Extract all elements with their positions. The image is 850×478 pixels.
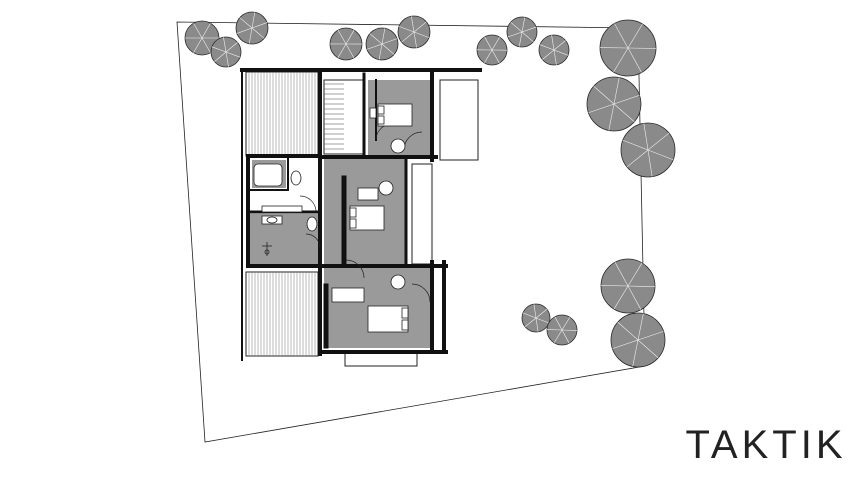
terrace-top (245, 71, 319, 157)
tree-icon (329, 27, 363, 61)
tree-icon (586, 76, 642, 132)
sink-icon (261, 205, 303, 225)
terrace-bottom (245, 271, 319, 357)
tree-icon (610, 312, 666, 368)
bed-icon (367, 305, 409, 333)
tree-icon (476, 34, 508, 66)
bed-icon (349, 205, 385, 231)
tree-icon (397, 15, 431, 49)
door-swings (299, 123, 431, 303)
armchair-icon (369, 107, 406, 290)
toilet-icon (290, 170, 318, 232)
balcony-bottom (344, 351, 418, 367)
wardrobe (331, 187, 379, 303)
bed-icon (377, 103, 413, 127)
balcony-right-top (439, 79, 479, 161)
shower (262, 242, 272, 256)
tree-icon (184, 20, 220, 56)
walls (240, 68, 482, 361)
tree-icon (546, 314, 578, 346)
corridor-glazing (411, 163, 433, 265)
tree-icon (599, 19, 657, 77)
tree-icon (538, 34, 570, 66)
tree-icon (600, 258, 656, 314)
tree-icon (210, 36, 242, 68)
company-logo: TAKTIK (685, 423, 846, 467)
trees-group (184, 11, 676, 368)
tree-icon (235, 11, 269, 45)
tree-icon (506, 16, 538, 48)
staircase-icon (323, 79, 365, 155)
bathtub-icon (253, 163, 283, 187)
bathroom (250, 214, 318, 264)
tree-icon (620, 122, 676, 178)
tree-icon (521, 303, 551, 333)
tree-icon (365, 27, 399, 61)
